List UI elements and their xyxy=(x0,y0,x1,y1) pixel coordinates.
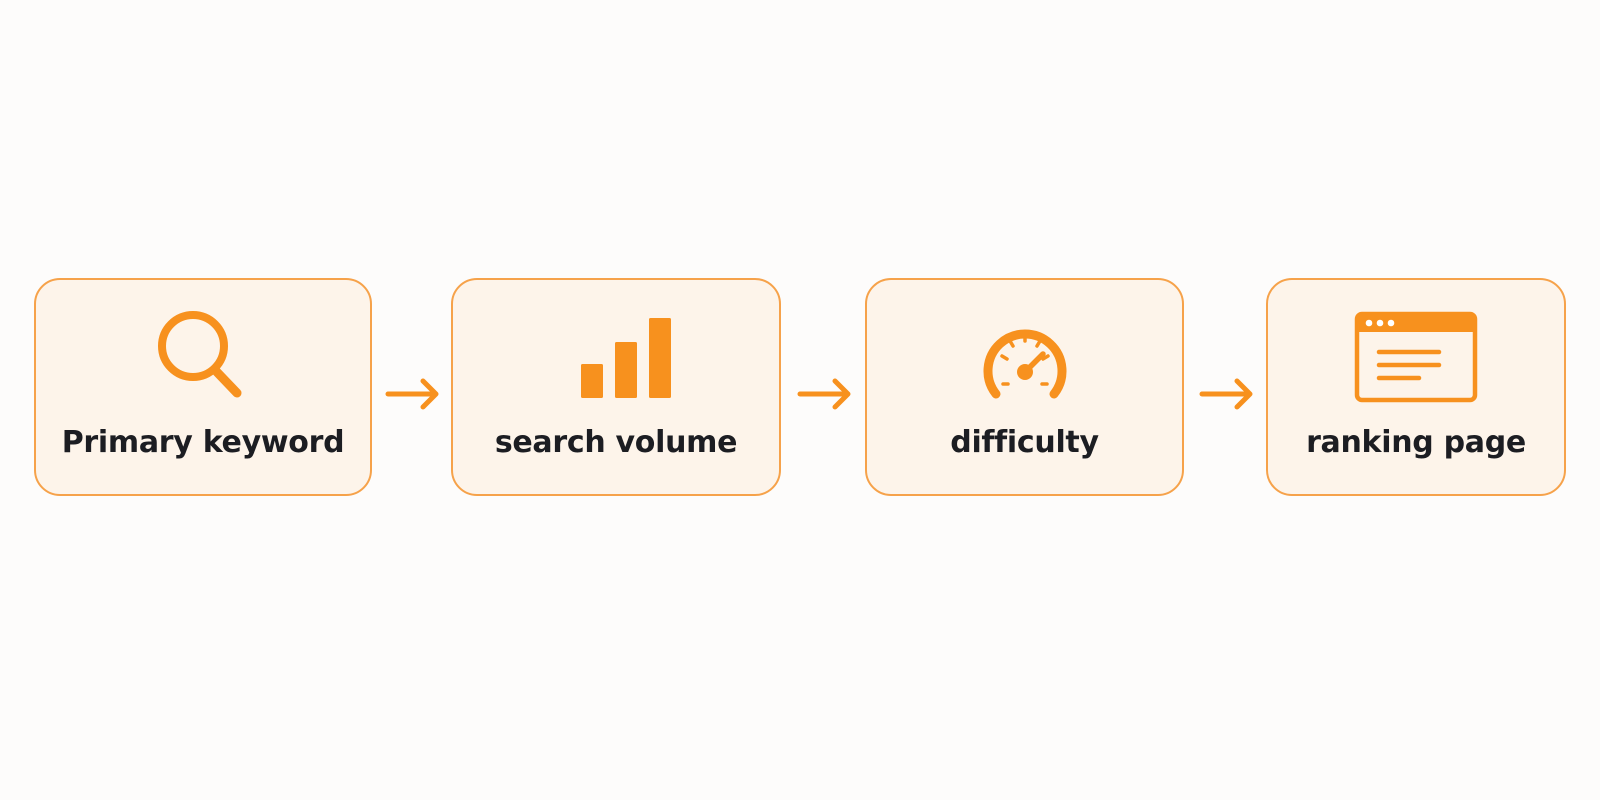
step-search-volume: search volume xyxy=(451,278,781,496)
step-primary-keyword: Primary keyword xyxy=(34,278,372,496)
step-label: Primary keyword xyxy=(61,425,345,460)
step-label: difficulty xyxy=(950,425,1099,460)
step-label: search volume xyxy=(494,425,738,460)
arrow-right-icon xyxy=(795,374,855,414)
bar-chart-icon xyxy=(551,308,681,408)
step-label: ranking page xyxy=(1306,425,1526,460)
gauge-icon xyxy=(960,308,1090,408)
arrow-right-icon xyxy=(1197,374,1257,414)
browser-window-icon xyxy=(1351,308,1481,408)
step-ranking-page: ranking page xyxy=(1266,278,1566,496)
step-difficulty: difficulty xyxy=(865,278,1184,496)
arrow-right-icon xyxy=(383,374,443,414)
search-icon xyxy=(138,308,268,408)
